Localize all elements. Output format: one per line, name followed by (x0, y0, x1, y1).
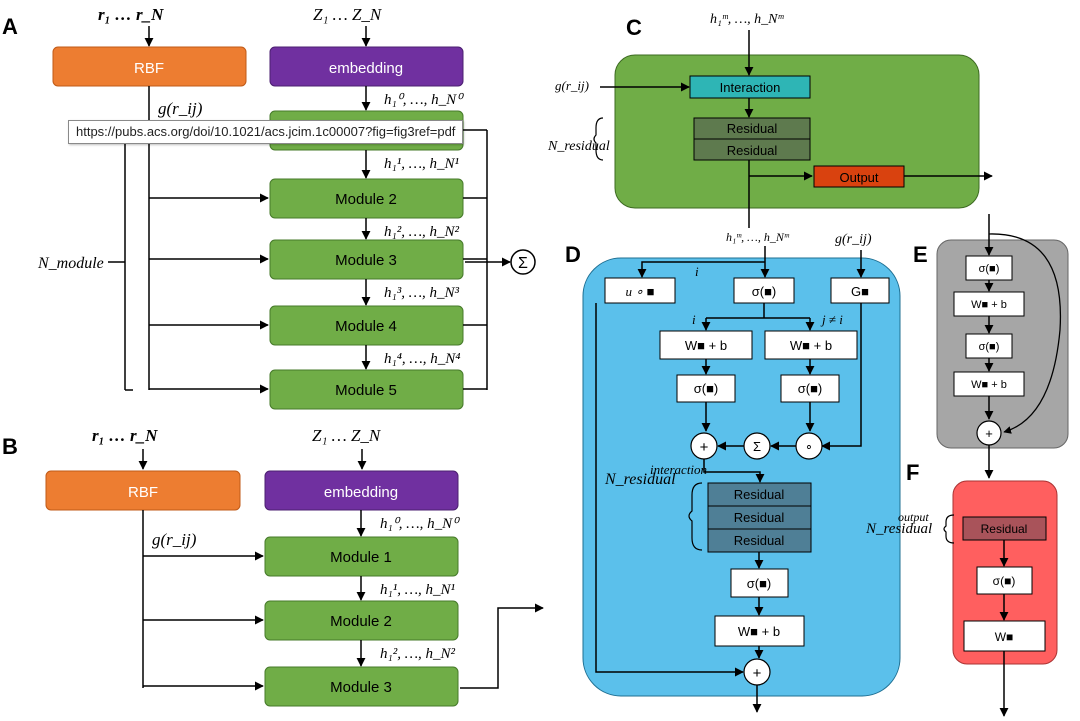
panel-c-n-label: N_residual (547, 139, 610, 154)
url-tooltip: https://pubs.acs.org/doi/10.1021/acs.jci… (68, 120, 464, 144)
panel-label-c: C (626, 15, 642, 40)
panel-d-block (582, 257, 901, 697)
panel-a: A r₁ … r_N Z₁ … Z_N RBF embedding g(r_ij… (2, 5, 536, 410)
panel-e-skip-connection (988, 233, 1062, 434)
panel-a-rbf-label: RBF (134, 60, 164, 77)
panel-b-embedding-label: embedding (324, 484, 398, 501)
panel-d-i-left: i (692, 312, 696, 327)
panel-d-w-right (764, 330, 858, 360)
panel-c-residual-1-label: Residual (727, 121, 778, 136)
panel-d-sigma-left-label: σ(■) (694, 381, 719, 396)
panel-label-e: E (913, 242, 928, 267)
panel-d-sigma-bottom-label: σ(■) (747, 576, 772, 591)
panel-label-a: A (2, 14, 18, 39)
panel-c-residual-2 (693, 138, 811, 161)
panel-a-module-5-label: Module 5 (335, 382, 397, 399)
panel-b-module-2-label: Module 2 (330, 613, 392, 630)
panel-b-module-3 (264, 666, 459, 707)
panel-d-n-sup: interaction (650, 462, 707, 477)
panel-d-out-plus-label: + (753, 665, 762, 682)
panel-b-g-label: g(r_ij) (152, 530, 197, 549)
panel-d-residual-brace (688, 482, 703, 551)
panel-f-n-label: N_residual (865, 521, 932, 537)
panel-d-sigma-bottom (730, 568, 789, 598)
panel-a-r-inputs: r₁ … r_N (98, 5, 164, 24)
panel-c-output-label: Output (839, 170, 878, 185)
panel-d-i-top: i (695, 264, 699, 279)
panel-b: B r₁ … r_N Z₁ … Z_N RBF embedding g(r_ij… (2, 426, 544, 707)
panel-c: C h₁ᵐ, …, h_Nᵐ g(r_ij) Interaction Resid… (547, 12, 993, 244)
panel-b-module-3-label: Module 3 (330, 679, 392, 696)
panel-a-h-label-4: h₁⁴, …, h_N⁴ (384, 351, 461, 367)
panel-e-box-2-label: W■ + b (971, 299, 1007, 311)
panel-a-g-label: g(r_ij) (158, 99, 203, 118)
panel-a-embedding-label: embedding (329, 60, 403, 77)
panel-d-w-left (659, 330, 753, 360)
panel-b-h-label-0: h₁⁰, …, h_N⁰ (380, 516, 460, 532)
panel-d-sum-label: Σ (753, 439, 761, 454)
panel-b-h-label-1: h₁¹, …, h_N¹ (380, 582, 456, 598)
panel-a-module-4-label: Module 4 (335, 318, 397, 335)
panel-a-n-module: N_module (37, 255, 104, 272)
panel-a-h-label-2: h₁², …, h_N² (384, 224, 460, 240)
panel-f-w-label: W■ (995, 630, 1014, 644)
panel-e-box-4 (953, 371, 1025, 397)
panel-d-sigma-top-label: σ(■) (752, 284, 777, 299)
panel-c-h-out: h₁ᵐ, …, h_Nᵐ (726, 230, 790, 244)
panel-d-u-label: u ∘ ■ (626, 284, 655, 299)
panel-b-z-inputs: Z₁ … Z_N (312, 426, 382, 445)
panel-d-residual-2-label: Residual (734, 510, 785, 525)
panel-f-n-sup: output (898, 510, 929, 524)
panel-c-residual-brace (593, 117, 604, 161)
panel-a-sum-node (510, 249, 536, 275)
panel-e-box-4-label: W■ + b (971, 379, 1007, 391)
panel-a-h-label-0: h₁⁰, …, h_N⁰ (384, 92, 464, 108)
panel-d-sigma-right (780, 374, 840, 403)
panel-a-h-label-1: h₁¹, …, h_N¹ (384, 156, 460, 172)
panel-d-residual-1-label: Residual (734, 487, 785, 502)
panel-d-u-box (604, 277, 676, 304)
panel-f-residual-label: Residual (981, 522, 1028, 536)
panel-d-residual-3-label: Residual (734, 533, 785, 548)
panel-f: F N_residual output Residual σ(■) W■ (865, 460, 1058, 717)
panel-a-module-2-label: Module 2 (335, 191, 397, 208)
panel-c-interaction-label: Interaction (720, 80, 781, 95)
panel-f-sigma (976, 566, 1033, 595)
panel-d-g-label: g(r_ij) (835, 232, 872, 247)
panel-e-plus-label: + (985, 426, 993, 441)
panel-d-circ-label: ∘ (805, 439, 813, 454)
panel-e-box-3 (965, 333, 1013, 359)
panel-f-sigma-label: σ(■) (993, 574, 1016, 588)
panel-a-module-3-label: Module 3 (335, 252, 397, 269)
panel-label-f: F (906, 460, 919, 485)
panel-b-rbf-label: RBF (128, 484, 158, 501)
panel-d: D g(r_ij) u ∘ ■ i σ(■) G■ i j ≠ i W■ + b… (565, 232, 901, 713)
panel-d-n-label: N_residual (604, 471, 676, 488)
panel-d-g-box (830, 277, 890, 304)
panel-a-z-inputs: Z₁ … Z_N (313, 5, 383, 24)
panel-c-h-in: h₁ᵐ, …, h_Nᵐ (710, 12, 784, 27)
panel-a-h-label-3: h₁³, …, h_N³ (384, 285, 460, 301)
panel-d-j-label: j ≠ i (820, 312, 843, 327)
panel-e: E σ(■) W■ + b σ(■) W■ + b + (913, 214, 1069, 479)
panel-a-sum-label: Σ (518, 255, 528, 272)
panel-c-residual-2-label: Residual (727, 143, 778, 158)
panel-d-g-box-label: G■ (851, 284, 869, 299)
panel-label-d: D (565, 242, 581, 267)
panel-b-r-inputs: r₁ … r_N (92, 426, 158, 445)
panel-c-g-label: g(r_ij) (555, 78, 589, 93)
panel-b-module-1-label: Module 1 (330, 549, 392, 566)
panel-e-box-3-label: σ(■) (979, 341, 1000, 353)
panel-c-interaction-box (689, 75, 811, 99)
panel-d-sigma-right-label: σ(■) (798, 381, 823, 396)
panel-e-box-1-label: σ(■) (979, 263, 1000, 275)
panel-label-b: B (2, 434, 18, 459)
panel-d-w-bottom (714, 615, 805, 647)
panel-b-h-label-2: h₁², …, h_N² (380, 646, 456, 662)
panel-d-plus-label: + (700, 439, 709, 456)
panel-d-w-left-label: W■ + b (685, 338, 727, 353)
panel-d-w-right-label: W■ + b (790, 338, 832, 353)
panel-d-w-bottom-label: W■ + b (738, 624, 780, 639)
